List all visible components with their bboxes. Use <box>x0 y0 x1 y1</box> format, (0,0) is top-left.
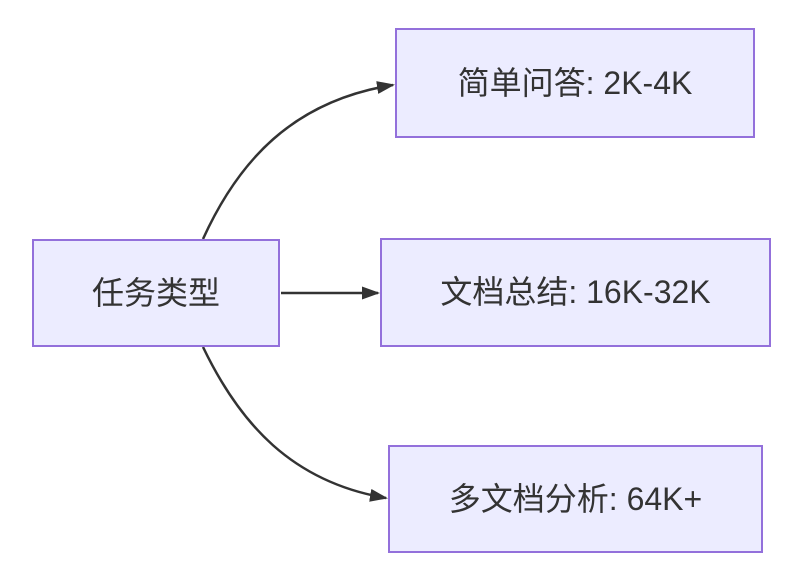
node-multi-doc-analysis-label: 多文档分析: 64K+ <box>448 480 703 517</box>
edge-root-to-multi-doc-analysis <box>201 346 388 502</box>
node-simple-qa-label: 简单问答: 2K-4K <box>457 64 693 101</box>
node-doc-summary: 文档总结: 16K-32K <box>380 238 771 347</box>
node-simple-qa: 简单问答: 2K-4K <box>395 28 755 138</box>
node-task-type: 任务类型 <box>32 239 280 347</box>
node-multi-doc-analysis: 多文档分析: 64K+ <box>388 445 763 553</box>
edge-root-to-simple-qa <box>201 81 395 240</box>
node-task-type-label: 任务类型 <box>91 274 220 311</box>
node-doc-summary-label: 文档总结: 16K-32K <box>440 274 711 311</box>
